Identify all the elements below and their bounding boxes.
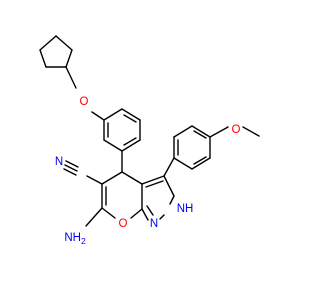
pyran-oxygen-label: O <box>119 218 128 230</box>
pyrazole-nitrogen-label: N <box>150 218 158 230</box>
structure-diagram: O O N NH O N NH2 <box>39 35 260 246</box>
bonds <box>39 35 260 227</box>
atom-labels: O O N NH O N NH2 <box>55 96 241 246</box>
pyrazole-nh-label: NH <box>177 203 194 215</box>
nitrile-nitrogen-label: N <box>55 156 63 168</box>
amino-group-label: NH2 <box>64 232 86 246</box>
methoxy-oxygen-label: O <box>232 124 241 136</box>
ether-oxygen-label: O <box>80 96 89 108</box>
